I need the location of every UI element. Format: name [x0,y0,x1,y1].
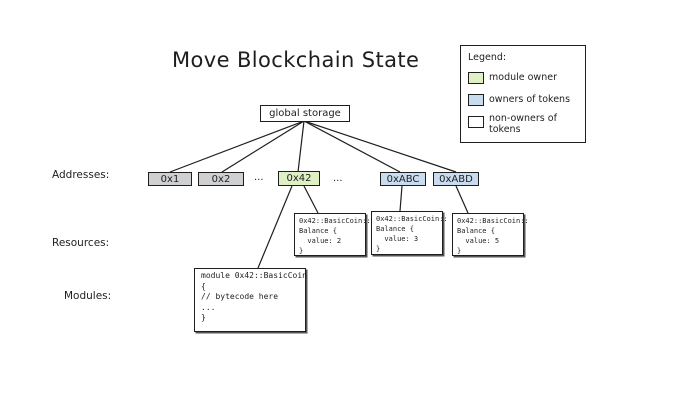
legend-swatch-token-owner [468,94,484,106]
addresses-row-label: Addresses: [52,169,110,181]
module-line: } [201,313,206,322]
module-line: // bytecode here [201,292,279,301]
resource-card-0xABC: 0x42::BasicCoin::Balance { value: 3} [371,211,448,255]
resource-line: value: 3 [376,235,419,243]
resource-line: 0x42::BasicCoin:: [457,217,529,225]
legend-swatch-non-owner [468,116,484,128]
address-node-0xABC: 0xABC [380,172,426,186]
edge-0xABC-resource [399,185,403,212]
resource-card-0x42: 0x42::BasicCoin::Balance { value: 2} [294,213,371,256]
resource-line: Balance { [457,227,495,235]
legend-label-token-owner: owners of tokens [489,94,571,105]
address-ellipsis: ... [333,173,343,184]
resource-line: Balance { [299,227,337,235]
resource-line: 0x42::BasicCoin:: [376,215,448,223]
legend-title: Legend: [468,52,507,63]
module-card-0x42: module 0x42::BasicCoin{// bytecode here.… [194,268,307,332]
diagram-title: Move Blockchain State [172,48,420,72]
module-line: { [201,281,206,291]
resource-line: } [299,247,304,255]
resource-line: value: 5 [457,237,500,245]
resource-line: } [376,245,381,253]
address-node-0x1: 0x1 [148,172,192,186]
edge-root-0xABC [303,120,401,173]
edge-0xABD-resource [455,185,469,214]
module-line: module 0x42::BasicCoin [201,271,307,280]
global-storage-node: global storage [260,105,350,122]
resource-card-0xABD: 0x42::BasicCoin::Balance { value: 5} [452,213,529,256]
address-node-0x2: 0x2 [198,172,244,186]
address-node-0xABD: 0xABD [433,172,479,186]
legend-label-module-owner: module owner [489,72,557,83]
resources-row-label: Resources: [52,237,110,249]
address-node-0x42: 0x42 [278,171,320,186]
edge-0x42-module [257,185,293,269]
module-line: ... [201,302,216,312]
modules-row-label: Modules: [64,290,112,302]
edge-0x42-resource [303,185,319,214]
edge-root-0xABD [303,120,457,173]
edge-root-0x42 [297,120,305,173]
address-ellipsis: ... [254,172,264,183]
edge-root-0x2 [221,120,305,173]
edge-root-0x1 [169,120,305,173]
legend: Legend: module owner owners of tokens no… [460,45,586,143]
legend-swatch-module-owner [468,72,484,84]
resource-line: 0x42::BasicCoin:: [299,217,371,225]
resource-line: } [457,247,462,255]
legend-label-non-owner: non-owners of tokens [489,113,557,135]
resource-line: value: 2 [299,237,342,245]
resource-line: Balance { [376,225,414,233]
